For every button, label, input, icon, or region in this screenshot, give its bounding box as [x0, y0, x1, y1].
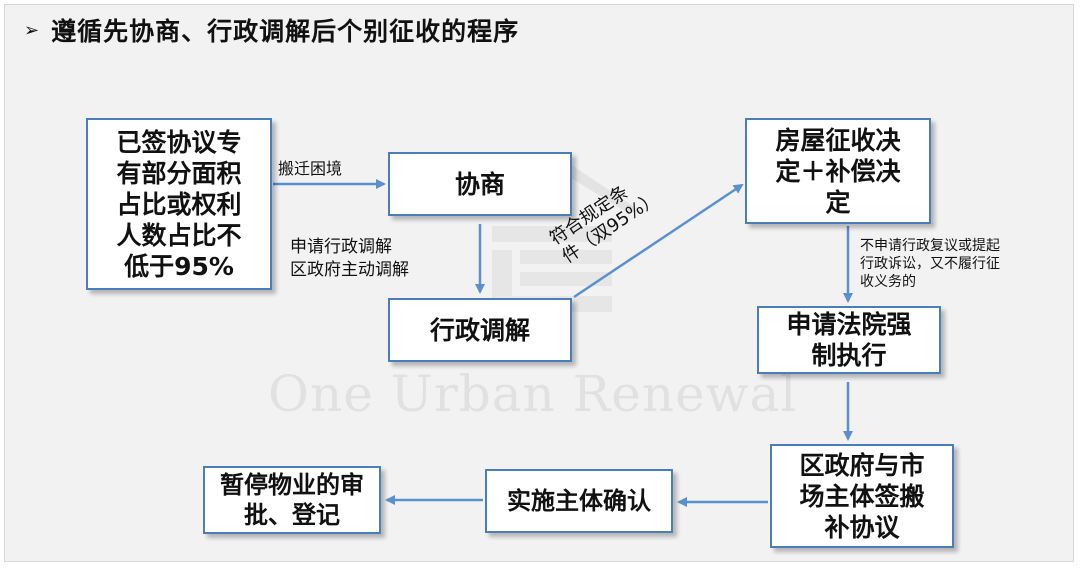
court-enforcement-box: 申请法院强 制执行 [757, 306, 941, 374]
watermark-text: One Urban Renewal [268, 365, 798, 423]
slide-header: ➢ 遵循先协商、行政调解后个别征收的程序 [24, 12, 519, 48]
negotiation-label: 协商 [454, 169, 505, 199]
precondition-box: 已签协议专 有部分面积 占比或权利 人数占比不 低于95% [86, 118, 272, 290]
precondition-line: 有部分面积 [116, 158, 242, 188]
negotiation-box: 协商 [388, 152, 572, 216]
district-agreement-box: 区政府与市 场主体签搬 补协议 [770, 444, 954, 548]
arrow-bullet-icon: ➢ [24, 19, 40, 41]
arrow-mediation-to-decision [573, 183, 744, 299]
precondition-line: 低于95% [124, 251, 234, 281]
apply-mediation-line: 区政府主动调解 [290, 260, 409, 280]
admin-mediation-label: 行政调解 [429, 315, 530, 345]
house-watermark-icon [462, 152, 642, 312]
suspend-line: 暂停物业的审 [220, 471, 364, 499]
no-review-label: 不申请行政复议或提起 行政诉讼，又不履行征 收义务的 [860, 237, 1000, 291]
precondition-line: 占比或权利 [116, 189, 242, 219]
precondition-line: 人数占比不 [116, 220, 242, 250]
district-line: 补协议 [824, 512, 900, 542]
admin-mediation-box: 行政调解 [388, 298, 572, 362]
district-line: 场主体签搬 [799, 481, 925, 511]
apply-mediation-label: 申请行政调解 区政府主动调解 [290, 236, 409, 282]
court-line: 制执行 [811, 341, 887, 370]
relocation-difficulty-label: 搬迁困境 [278, 159, 343, 178]
implementer-confirm-label: 实施主体确认 [507, 486, 651, 515]
apply-mediation-line: 申请行政调解 [290, 237, 392, 257]
decision-box: 房屋征收决 定＋补偿决 定 [745, 118, 931, 224]
no-review-line: 不申请行政复议或提起 [860, 238, 1000, 254]
precondition-line: 已签协议专 [116, 127, 242, 157]
court-line: 申请法院强 [786, 310, 912, 339]
no-review-line: 收义务的 [860, 274, 916, 290]
decision-line: 定 [825, 187, 851, 217]
decision-line: 定＋补偿决 [775, 156, 901, 186]
suspend-line: 批、登记 [244, 501, 340, 529]
implementer-confirm-box: 实施主体确认 [485, 469, 673, 533]
decision-line: 房屋征收决 [775, 125, 901, 155]
suspend-approval-box: 暂停物业的审 批、登记 [203, 466, 381, 534]
no-review-line: 行政诉讼，又不履行征 [860, 256, 1000, 272]
district-line: 区政府与市 [799, 450, 925, 480]
slide-title: 遵循先协商、行政调解后个别征收的程序 [51, 17, 520, 46]
